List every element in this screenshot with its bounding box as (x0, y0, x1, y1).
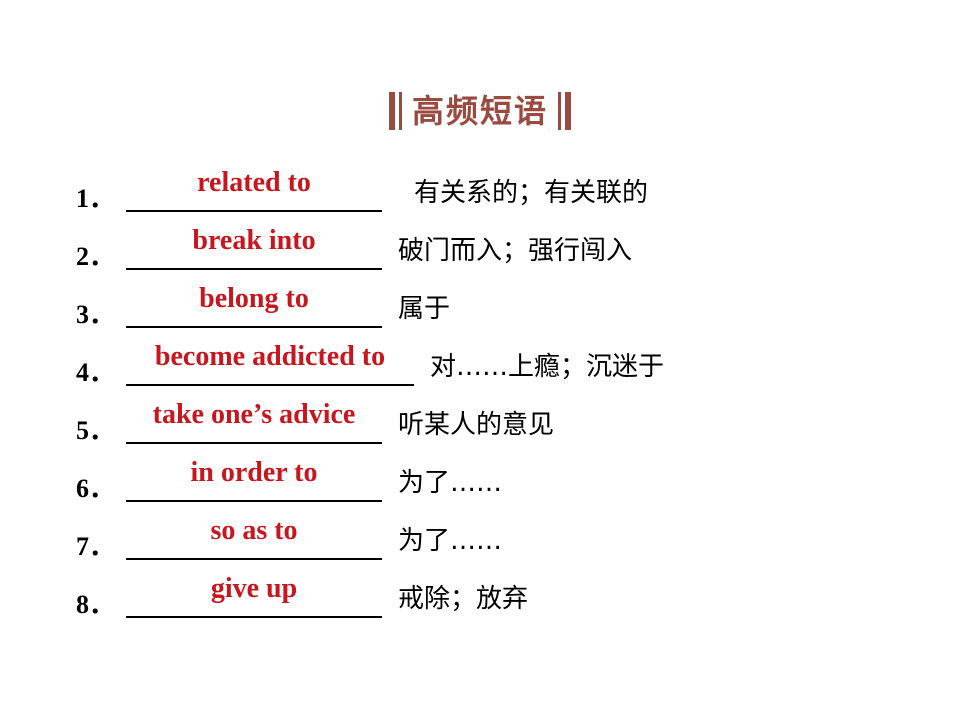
item-number: 3． (76, 300, 116, 329)
answer-blank: so as to (126, 514, 382, 560)
title-bars-right (558, 92, 571, 130)
answer-text: so as to (210, 515, 298, 546)
list-item: 2． break into 破门而入；强行闯入 (76, 224, 936, 282)
meaning-text: 对……上瘾；沉迷于 (430, 352, 665, 382)
section-title: 高频短语 (411, 92, 548, 130)
meaning-text: 为了…… (398, 468, 503, 498)
meaning-text: 属于 (398, 294, 451, 324)
answer-text: give up (210, 573, 298, 604)
title-bar-decoration (565, 92, 571, 130)
title-bar-decoration (388, 92, 395, 130)
answer-text: become addicted to (154, 341, 386, 372)
answer-blank: take one’s advice (126, 398, 382, 444)
item-number: 8． (76, 590, 116, 619)
section-header: 高频短语 (0, 92, 960, 130)
answer-blank: related to (126, 166, 382, 212)
list-item: 4． become addicted to 对……上瘾；沉迷于 (76, 340, 936, 398)
list-item: 3． belong to 属于 (76, 282, 936, 340)
meaning-text: 破门而入；强行闯入 (398, 236, 633, 266)
list-item: 7． so as to 为了…… (76, 514, 936, 572)
title-bar-decoration (558, 92, 561, 130)
item-number: 1． (76, 184, 116, 213)
item-number: 5． (76, 416, 116, 445)
answer-blank: give up (126, 572, 382, 618)
meaning-text: 听某人的意见 (398, 410, 555, 440)
meaning-text: 有关系的；有关联的 (414, 178, 649, 208)
list-item: 1． related to 有关系的；有关联的 (76, 166, 936, 224)
answer-blank: belong to (126, 282, 382, 328)
list-item: 8． give up 戒除；放弃 (76, 572, 936, 630)
item-number: 6． (76, 474, 116, 503)
item-number: 2． (76, 242, 116, 271)
item-number: 7． (76, 532, 116, 561)
meaning-text: 戒除；放弃 (398, 584, 529, 614)
title-bar-decoration (398, 92, 402, 130)
title-bars-left (388, 92, 402, 130)
meaning-text: 为了…… (398, 526, 503, 556)
item-number: 4． (76, 358, 116, 387)
answer-text: related to (197, 167, 311, 198)
list-item: 5． take one’s advice 听某人的意见 (76, 398, 936, 456)
answer-blank: become addicted to (126, 340, 414, 386)
answer-text: take one’s advice (152, 399, 356, 430)
answer-text: belong to (199, 283, 309, 314)
answer-blank: break into (126, 224, 382, 270)
list-item: 6． in order to 为了…… (76, 456, 936, 514)
answer-text: in order to (190, 457, 318, 488)
answer-blank: in order to (126, 456, 382, 502)
phrase-list: 1． related to 有关系的；有关联的 2． break into 破门… (76, 166, 936, 630)
answer-text: break into (192, 225, 316, 256)
